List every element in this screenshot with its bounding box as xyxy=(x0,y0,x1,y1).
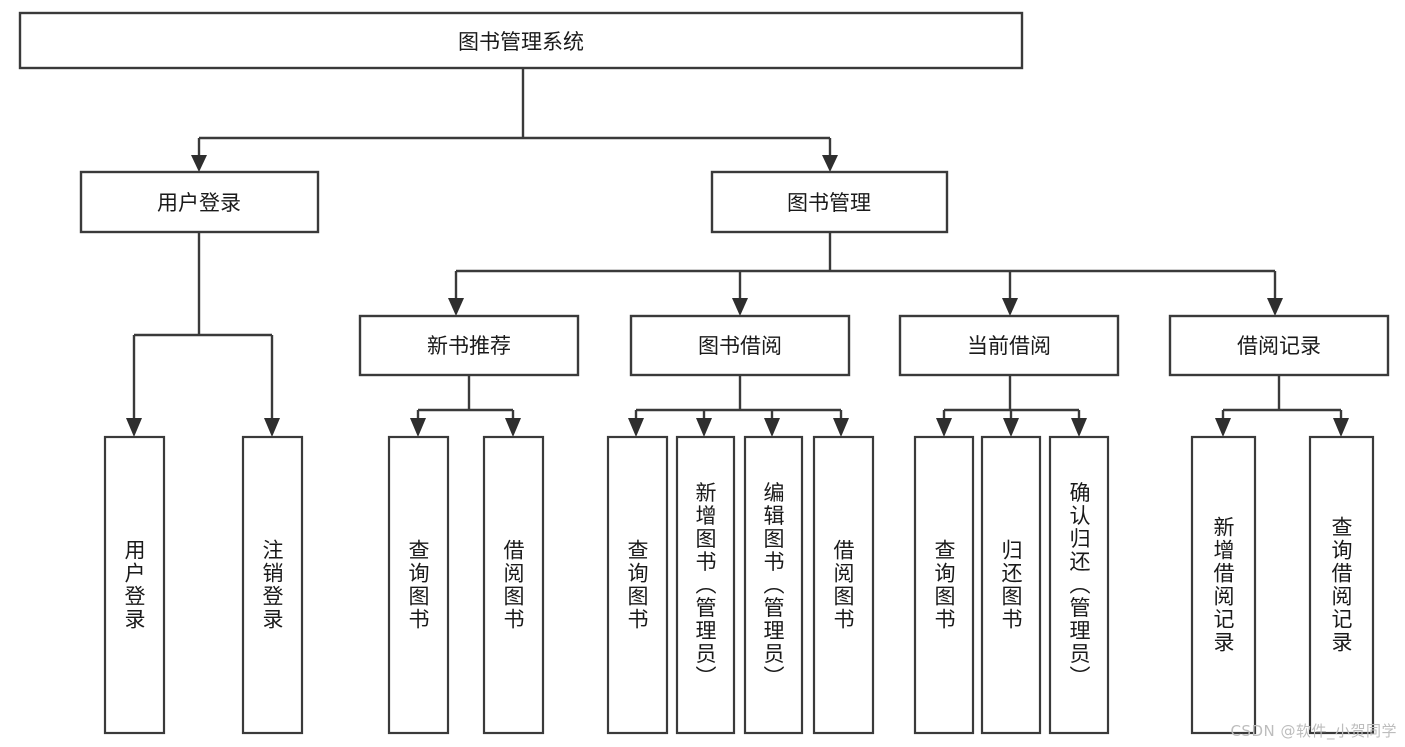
arrow-head-book-management xyxy=(822,155,838,172)
node-leaf-add-record[interactable]: 新增借阅记录 xyxy=(1190,435,1257,735)
node-leaf-query-record[interactable]: 查询借阅记录 xyxy=(1308,435,1375,735)
arrow-head-leaf-add-book xyxy=(696,418,712,437)
node-book-management[interactable]: 图书管理 xyxy=(710,170,949,234)
node-leaf-borrow-book-2-label: 借阅图书 xyxy=(831,539,855,631)
node-leaf-logout-login[interactable]: 注销登录 xyxy=(241,435,304,735)
node-borrow-record-label: 借阅记录 xyxy=(1237,334,1321,358)
node-leaf-borrow-book-1-box[interactable] xyxy=(482,435,545,735)
arrow-head-new-book-recommend xyxy=(448,298,464,316)
arrow-head-leaf-query-book-1 xyxy=(410,418,426,437)
arrow-head-leaf-add-record xyxy=(1215,418,1231,437)
node-borrow-record[interactable]: 借阅记录 xyxy=(1168,314,1390,377)
node-leaf-query-record-label: 查询借阅记录 xyxy=(1329,516,1353,654)
arrow-head-current-borrow xyxy=(1002,298,1018,316)
node-leaf-query-book-2-label: 查询图书 xyxy=(625,539,649,631)
node-leaf-user-login[interactable]: 用户登录 xyxy=(103,435,166,735)
node-leaf-logout-login-box[interactable] xyxy=(241,435,304,735)
node-leaf-user-login-box[interactable] xyxy=(103,435,166,735)
node-book-borrow-label: 图书借阅 xyxy=(698,334,782,358)
node-leaf-confirm-return[interactable]: 确认归还（管理员） xyxy=(1048,435,1110,735)
arrow-head-book-borrow xyxy=(732,298,748,316)
node-book-management-box[interactable] xyxy=(710,170,949,234)
node-leaf-confirm-return-label: 确认归还（管理员） xyxy=(1067,482,1091,689)
arrow-head-user-login xyxy=(191,155,207,172)
node-leaf-query-book-1-label: 查询图书 xyxy=(406,539,430,631)
node-leaf-query-record-box[interactable] xyxy=(1308,435,1375,735)
node-new-book-recommend-label: 新书推荐 xyxy=(427,334,511,358)
node-leaf-return-book-box[interactable] xyxy=(980,435,1042,735)
arrow-head-leaf-user-login xyxy=(126,418,142,437)
node-leaf-query-book-3-label: 查询图书 xyxy=(932,539,956,631)
node-leaf-add-record-label: 新增借阅记录 xyxy=(1211,516,1235,654)
node-user-login-label: 用户登录 xyxy=(157,191,241,215)
node-leaf-add-book-box[interactable] xyxy=(675,435,736,735)
node-leaf-query-book-1-box[interactable] xyxy=(387,435,450,735)
node-root[interactable]: 图书管理系统 xyxy=(18,11,1024,70)
node-leaf-borrow-book-2[interactable]: 借阅图书 xyxy=(812,435,875,735)
node-leaf-query-book-1[interactable]: 查询图书 xyxy=(387,435,450,735)
arrow-head-leaf-borrow-book-2 xyxy=(833,418,849,437)
node-leaf-confirm-return-box[interactable] xyxy=(1048,435,1110,735)
node-root-box[interactable] xyxy=(18,11,1024,70)
node-leaf-query-book-3[interactable]: 查询图书 xyxy=(913,435,975,735)
node-leaf-borrow-book-2-box[interactable] xyxy=(812,435,875,735)
arrow-head-leaf-return-book xyxy=(1003,418,1019,437)
node-current-borrow-label: 当前借阅 xyxy=(967,334,1051,358)
node-leaf-add-book[interactable]: 新增图书（管理员） xyxy=(675,435,736,735)
node-leaf-query-book-3-box[interactable] xyxy=(913,435,975,735)
node-current-borrow[interactable]: 当前借阅 xyxy=(898,314,1120,377)
node-leaf-return-book[interactable]: 归还图书 xyxy=(980,435,1042,735)
node-leaf-query-book-2[interactable]: 查询图书 xyxy=(606,435,669,735)
node-user-login-box[interactable] xyxy=(79,170,320,234)
arrow-head-borrow-record xyxy=(1267,298,1283,316)
node-book-borrow-box[interactable] xyxy=(629,314,851,377)
node-leaf-return-book-label: 归还图书 xyxy=(999,539,1023,631)
node-leaf-borrow-book-1-label: 借阅图书 xyxy=(501,539,525,631)
csdn-watermark: CSDN @软件_小贺同学 xyxy=(1230,722,1397,740)
arrow-head-leaf-borrow-book-1 xyxy=(505,418,521,437)
arrow-head-leaf-edit-book xyxy=(764,418,780,437)
node-root-label: 图书管理系统 xyxy=(458,30,584,54)
node-leaf-user-login-label: 用户登录 xyxy=(122,539,146,631)
node-leaf-edit-book-label: 编辑图书（管理员） xyxy=(761,482,785,689)
node-new-book-recommend-box[interactable] xyxy=(358,314,580,377)
arrow-head-leaf-logout-login xyxy=(264,418,280,437)
node-current-borrow-box[interactable] xyxy=(898,314,1120,377)
connector-layer xyxy=(126,68,1349,437)
node-leaf-query-book-2-box[interactable] xyxy=(606,435,669,735)
node-leaf-logout-login-label: 注销登录 xyxy=(260,539,284,631)
node-leaf-add-record-box[interactable] xyxy=(1190,435,1257,735)
node-user-login[interactable]: 用户登录 xyxy=(79,170,320,234)
arrow-head-leaf-query-book-2 xyxy=(628,418,644,437)
arrow-head-leaf-query-record xyxy=(1333,418,1349,437)
node-book-management-label: 图书管理 xyxy=(787,191,871,215)
node-leaf-add-book-label: 新增图书（管理员） xyxy=(693,482,717,689)
arrow-head-leaf-query-book-3 xyxy=(936,418,952,437)
node-book-borrow[interactable]: 图书借阅 xyxy=(629,314,851,377)
node-leaf-borrow-book-1[interactable]: 借阅图书 xyxy=(482,435,545,735)
node-leaf-edit-book-box[interactable] xyxy=(743,435,804,735)
node-leaf-edit-book[interactable]: 编辑图书（管理员） xyxy=(743,435,804,735)
arrow-head-leaf-confirm-return xyxy=(1071,418,1087,437)
node-borrow-record-box[interactable] xyxy=(1168,314,1390,377)
node-new-book-recommend[interactable]: 新书推荐 xyxy=(358,314,580,377)
